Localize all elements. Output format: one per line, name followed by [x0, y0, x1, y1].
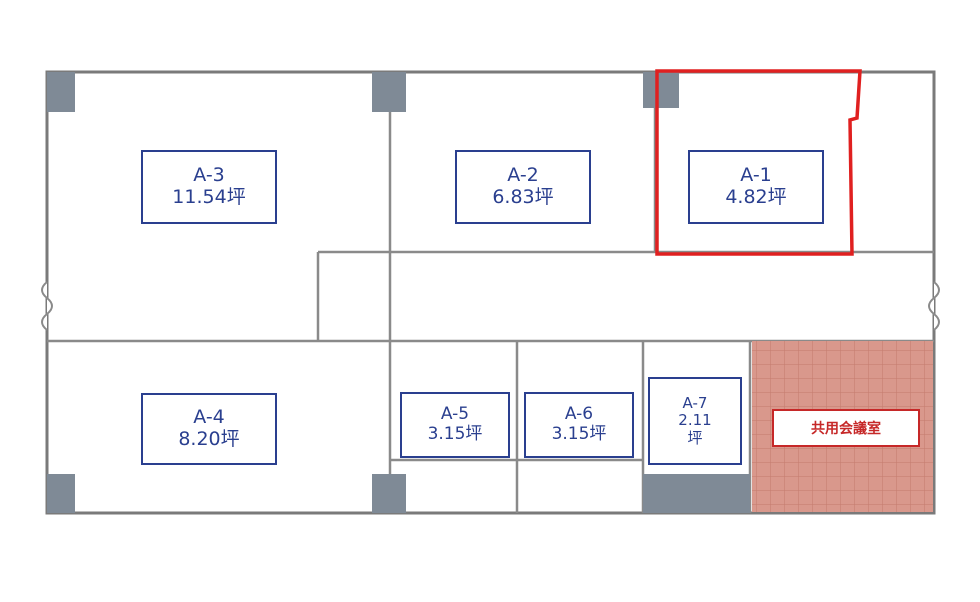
pillar	[47, 72, 75, 112]
unit-area: 6.83坪	[492, 186, 554, 208]
pillar	[372, 474, 406, 513]
unit-area: 4.82坪	[725, 186, 787, 208]
unit-name: A-2	[507, 164, 539, 187]
pillar	[643, 72, 679, 108]
unit-label-a7[interactable]: A-7 2.11 坪	[648, 377, 742, 465]
unit-label-a6[interactable]: A-6 3.15坪	[524, 392, 634, 458]
unit-label-a5[interactable]: A-5 3.15坪	[400, 392, 510, 458]
unit-area: 11.54坪	[172, 186, 246, 208]
pillar	[643, 474, 750, 513]
a1-highlight-outline	[655, 69, 862, 256]
meeting-room-label[interactable]: 共用会議室	[772, 409, 920, 447]
unit-area: 8.20坪	[178, 428, 240, 450]
unit-label-a2[interactable]: A-2 6.83坪	[455, 150, 591, 224]
unit-name: A-7	[682, 394, 708, 413]
unit-area: 3.15坪	[551, 424, 607, 444]
unit-label-a4[interactable]: A-4 8.20坪	[141, 393, 277, 465]
unit-area-line1: 2.11	[678, 411, 712, 430]
pillar	[372, 72, 406, 112]
unit-area: 3.15坪	[427, 424, 483, 444]
unit-label-a3[interactable]: A-3 11.54坪	[141, 150, 277, 224]
unit-name: A-1	[740, 164, 772, 187]
unit-name: A-4	[193, 406, 225, 429]
unit-name: A-6	[564, 404, 594, 425]
pillars	[47, 72, 750, 513]
meeting-room-name: 共用会議室	[811, 421, 881, 437]
break-mark-left	[41, 281, 53, 331]
unit-name: A-5	[440, 404, 470, 425]
unit-name: A-3	[193, 164, 225, 187]
unit-label-a1[interactable]: A-1 4.82坪	[688, 150, 824, 224]
unit-area-line2: 坪	[687, 428, 703, 447]
break-mark-right	[928, 281, 940, 331]
pillar	[47, 474, 75, 513]
